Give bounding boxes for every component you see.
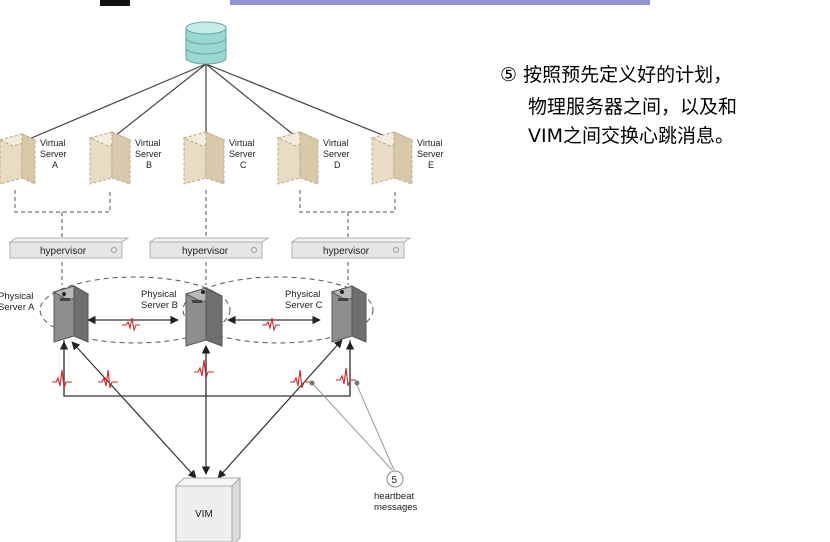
hypervisor-1: hypervisor xyxy=(8,237,130,259)
db-links xyxy=(14,63,396,146)
virtual-server-a: Virtual Server A xyxy=(0,133,67,185)
vs-d-line2: Server xyxy=(323,149,350,159)
vs-e-line2: Server xyxy=(417,149,444,159)
virtual-server-c: Virtual Server C xyxy=(182,131,256,185)
cluster-ellipses xyxy=(39,276,374,344)
callout-anchor xyxy=(309,380,315,386)
hypervisor-2: hypervisor xyxy=(148,237,270,259)
callout-heartbeat: 5 heartbeat messages xyxy=(374,470,418,513)
callout-number: 5 xyxy=(392,475,398,486)
vs-c-line2: Server xyxy=(229,149,256,159)
vs-e-line3: E xyxy=(428,160,434,170)
callout-line1: heartbeat xyxy=(374,491,415,502)
heartbeat-pulse-icon xyxy=(336,367,356,387)
vs-b-line3: B xyxy=(146,160,152,170)
vs-b-line2: Server xyxy=(135,149,162,159)
ps-b-line1: Physical xyxy=(141,289,176,300)
vs-d-line1: Virtual xyxy=(323,138,348,148)
physical-server-a: Physical Server A xyxy=(0,285,90,343)
virtual-server-d: Virtual Server D xyxy=(276,131,350,185)
hypervisor-2-label: hypervisor xyxy=(182,246,229,257)
virtual-server-b: Virtual Server B xyxy=(88,131,162,185)
vs-a-line2: Server xyxy=(40,149,67,159)
callout-leaders xyxy=(311,382,395,471)
callout-line2: messages xyxy=(374,502,418,513)
ps-c-line1: Physical xyxy=(285,289,320,300)
heartbeat-pulse-icon xyxy=(194,359,214,379)
database-icon xyxy=(185,21,227,65)
ps-a-line1: Physical xyxy=(0,291,33,302)
vim-label: VIM xyxy=(195,509,213,520)
vs-b-line1: Virtual xyxy=(135,138,160,148)
hypervisor-3: hypervisor xyxy=(290,237,412,259)
ps-c-line2: Server C xyxy=(285,300,323,311)
heartbeat-pulses xyxy=(52,317,356,389)
vs-hypervisor-links xyxy=(14,190,396,285)
hypervisor-1-label: hypervisor xyxy=(40,246,87,257)
hypervisors: hypervisor hypervisor hypervisor xyxy=(8,237,412,259)
vs-e-line1: Virtual xyxy=(417,138,442,148)
heartbeat-pulse-icon xyxy=(262,317,280,333)
vs-a-line1: Virtual xyxy=(40,138,65,148)
caption-line-3: VIM之间交换心跳消息。 xyxy=(528,125,734,147)
virtual-servers: Virtual Server A Virtual Server B Virtua… xyxy=(0,131,444,185)
vs-a-line3: A xyxy=(52,160,58,170)
heartbeat-links xyxy=(59,315,355,479)
physical-server-b: Physical Server B xyxy=(141,287,224,347)
vs-c-line3: C xyxy=(240,160,247,170)
heartbeat-pulse-icon xyxy=(290,369,310,389)
vs-d-line3: D xyxy=(334,160,341,170)
ps-b-line2: Server B xyxy=(141,300,178,311)
vs-c-line1: Virtual xyxy=(229,138,254,148)
clipped-title-remnant xyxy=(100,0,650,6)
heartbeat-pulse-icon xyxy=(98,369,118,389)
physical-server-c: Physical Server C xyxy=(285,285,368,343)
caption-line-2: 物理服务器之间，以及和 xyxy=(528,96,738,118)
callout-anchor xyxy=(354,380,360,386)
vim-node: VIM xyxy=(174,476,242,542)
ps-a-line2: Server A xyxy=(0,302,35,313)
caption-line-1: ⑤ 按照预先定义好的计划， xyxy=(500,64,733,86)
hypervisor-3-label: hypervisor xyxy=(323,246,370,257)
heartbeat-pulse-icon xyxy=(122,317,140,333)
virtual-server-e: Virtual Server E xyxy=(370,131,444,185)
physical-servers: Physical Server A Physical Server B Phys… xyxy=(0,285,368,347)
heartbeat-pulse-icon xyxy=(52,369,72,389)
